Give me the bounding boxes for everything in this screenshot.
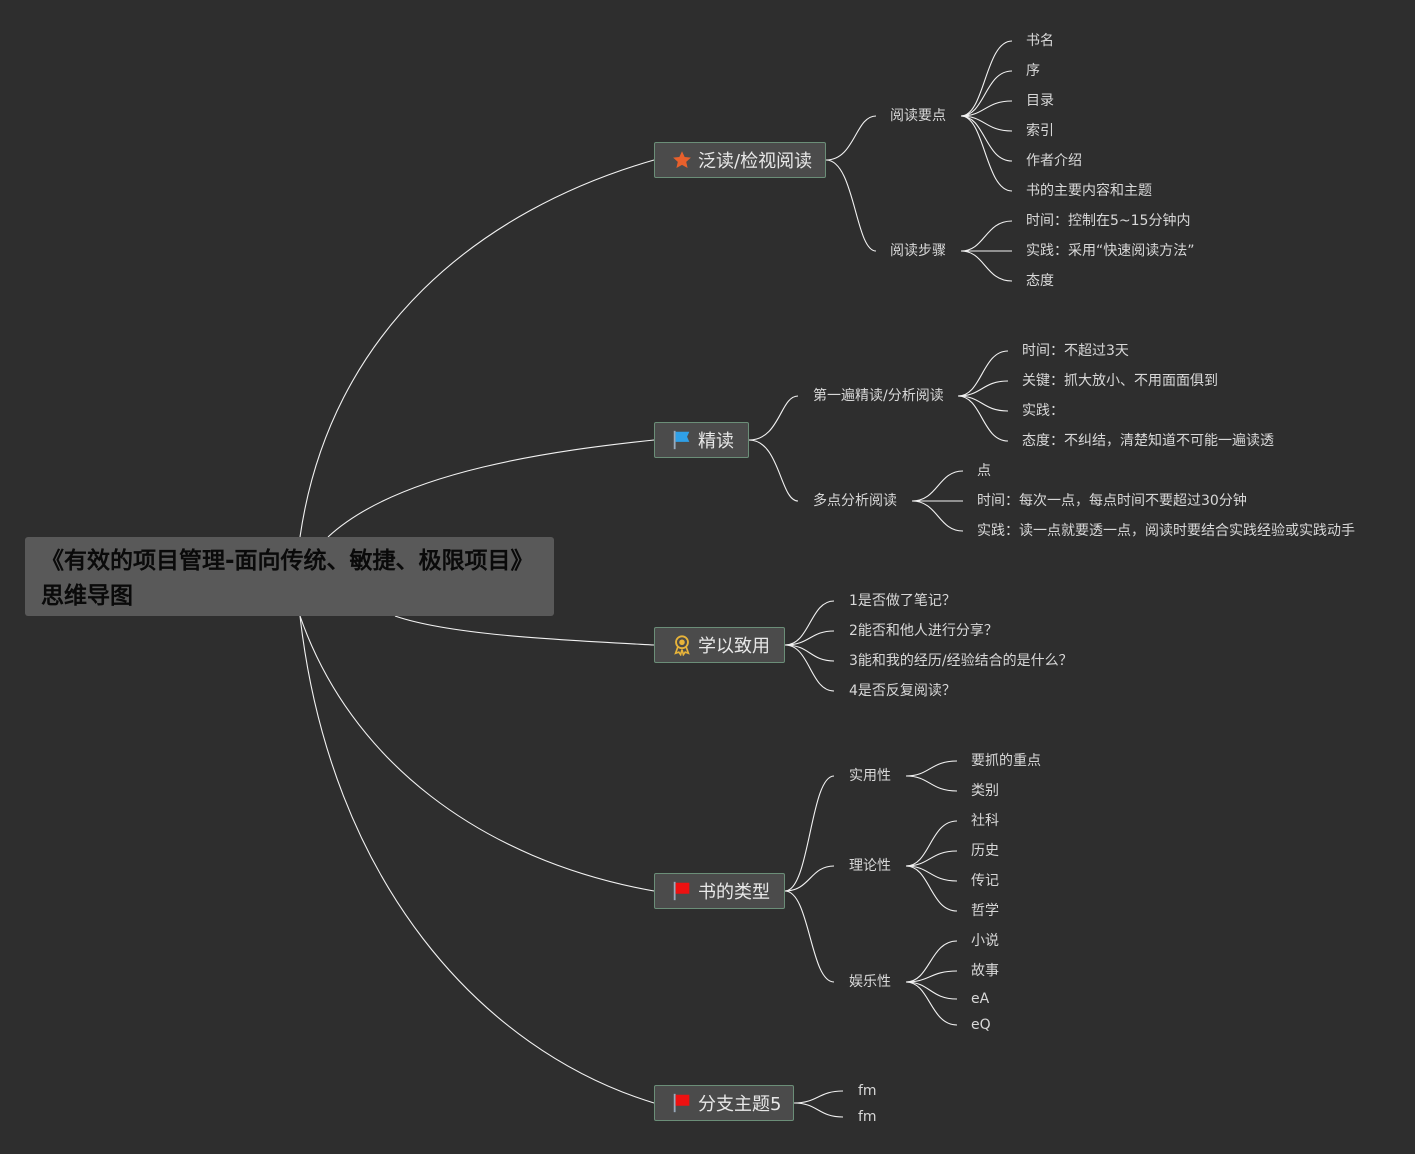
connector-line bbox=[960, 115, 1013, 162]
connector-line bbox=[784, 644, 835, 692]
leaf-fm-1[interactable]: fm bbox=[858, 1083, 877, 1099]
connector-line bbox=[793, 1102, 844, 1118]
branch-label: 泛读/检视阅读 bbox=[698, 151, 813, 172]
leaf-point[interactable]: 点 bbox=[977, 463, 991, 479]
connector-line bbox=[784, 775, 835, 892]
connector-line bbox=[957, 380, 1009, 397]
connector-line bbox=[905, 865, 958, 912]
leaf-notes[interactable]: 1是否做了笔记？ bbox=[849, 593, 956, 609]
topic-reading-key-points[interactable]: 阅读要点 bbox=[890, 108, 946, 124]
connector-line bbox=[793, 1090, 844, 1104]
topic-entertainment[interactable]: 娱乐性 bbox=[849, 974, 891, 990]
topic-first-pass[interactable]: 第一遍精读/分析阅读 bbox=[813, 388, 944, 404]
connector-line bbox=[960, 250, 1013, 282]
root-topic[interactable]: 《有效的项目管理-面向传统、敏捷、极限项目》思维导图 bbox=[25, 537, 554, 616]
leaf-practice[interactable]: 实践：读一点就要透一点，阅读时要结合实践经验或实践动手 bbox=[977, 523, 1355, 539]
leaf-main-content[interactable]: 书的主要内容和主题 bbox=[1026, 183, 1152, 199]
topic-reading-steps[interactable]: 阅读步骤 bbox=[890, 243, 946, 259]
leaf-key[interactable]: 关键：抓大放小、不用面面俱到 bbox=[1022, 373, 1218, 389]
connector-line bbox=[905, 970, 958, 983]
leaf-eq[interactable]: eQ bbox=[971, 1017, 991, 1033]
branch-label: 精读 bbox=[698, 431, 734, 452]
connector-line bbox=[905, 981, 958, 1026]
leaf-social-science[interactable]: 社科 bbox=[971, 813, 999, 829]
connector-line bbox=[905, 981, 958, 1000]
connector-line bbox=[784, 600, 835, 646]
connector-line bbox=[960, 40, 1013, 117]
branch-intensive-reading[interactable]: 精读 bbox=[654, 422, 749, 458]
leaf-story[interactable]: 故事 bbox=[971, 963, 999, 979]
leaf-practice[interactable]: 实践： bbox=[1022, 403, 1064, 419]
leaf-index[interactable]: 索引 bbox=[1026, 123, 1054, 139]
connector-line bbox=[784, 644, 835, 662]
connector-line bbox=[784, 865, 835, 892]
red-flag-icon bbox=[671, 1092, 693, 1114]
leaf-preface[interactable]: 序 bbox=[1026, 63, 1040, 79]
leaf-fm-2[interactable]: fm bbox=[858, 1109, 877, 1125]
leaf-ea[interactable]: eA bbox=[971, 991, 990, 1007]
star-icon bbox=[671, 149, 693, 171]
connector-line bbox=[299, 615, 655, 892]
root-title: 《有效的项目管理-面向传统、敏捷、极限项目》思维导图 bbox=[41, 548, 534, 609]
connector-line bbox=[957, 350, 1009, 397]
topic-multi-point[interactable]: 多点分析阅读 bbox=[813, 493, 897, 509]
leaf-book-title[interactable]: 书名 bbox=[1026, 33, 1054, 49]
leaf-time[interactable]: 时间：不超过3天 bbox=[1022, 343, 1129, 359]
topic-practical[interactable]: 实用性 bbox=[849, 768, 891, 784]
leaf-attitude[interactable]: 态度：不纠结，清楚知道不可能一遍读透 bbox=[1022, 433, 1274, 449]
connector-line bbox=[299, 159, 655, 538]
leaf-time[interactable]: 时间：每次一点，每点时间不要超过30分钟 bbox=[977, 493, 1247, 509]
connector-line bbox=[748, 439, 799, 502]
connector-line bbox=[960, 220, 1013, 252]
leaf-biography[interactable]: 传记 bbox=[971, 873, 999, 889]
leaf-experience[interactable]: 3能和我的经历/经验结合的是什么？ bbox=[849, 653, 1073, 669]
leaf-novel[interactable]: 小说 bbox=[971, 933, 999, 949]
leaf-reread[interactable]: 4是否反复阅读？ bbox=[849, 683, 956, 699]
branch-label: 分支主题5 bbox=[698, 1094, 782, 1115]
connector-line bbox=[960, 70, 1013, 117]
leaf-practice[interactable]: 实践：采用“快速阅读方法” bbox=[1026, 243, 1195, 259]
connector-line bbox=[911, 470, 964, 502]
connector-line bbox=[957, 395, 1009, 442]
leaf-attitude[interactable]: 态度 bbox=[1026, 273, 1054, 289]
blue-flag-icon bbox=[671, 429, 693, 451]
connector-line bbox=[957, 395, 1009, 412]
branch-skim-reading[interactable]: 泛读/检视阅读 bbox=[654, 142, 826, 178]
leaf-author-intro[interactable]: 作者介绍 bbox=[1026, 153, 1082, 169]
leaf-contents[interactable]: 目录 bbox=[1026, 93, 1054, 109]
connector-line bbox=[299, 615, 655, 1104]
branch-book-types[interactable]: 书的类型 bbox=[654, 873, 785, 909]
leaf-category[interactable]: 类别 bbox=[971, 783, 999, 799]
connector-line bbox=[905, 940, 958, 983]
connector-line bbox=[960, 115, 1013, 132]
branch-label: 学以致用 bbox=[698, 636, 770, 657]
leaf-time[interactable]: 时间：控制在5~15分钟内 bbox=[1026, 213, 1191, 229]
connector-line bbox=[394, 615, 655, 646]
connector-line bbox=[905, 775, 958, 792]
connector-line bbox=[911, 500, 964, 532]
connector-line bbox=[784, 890, 835, 983]
connector-line bbox=[960, 115, 1013, 192]
branch-apply-learning[interactable]: 学以致用 bbox=[654, 627, 785, 663]
connector-line bbox=[905, 760, 958, 777]
connector-line bbox=[905, 820, 958, 867]
connector-line bbox=[327, 439, 655, 538]
connector-line bbox=[825, 115, 877, 161]
leaf-share[interactable]: 2能否和他人进行分享？ bbox=[849, 623, 998, 639]
leaf-philosophy[interactable]: 哲学 bbox=[971, 903, 999, 919]
leaf-key-points[interactable]: 要抓的重点 bbox=[971, 753, 1041, 769]
branch-topic-5[interactable]: 分支主题5 bbox=[654, 1085, 794, 1121]
connector-line bbox=[905, 850, 958, 867]
connector-line bbox=[905, 865, 958, 882]
connector-line bbox=[748, 395, 799, 441]
connector-line bbox=[960, 100, 1013, 117]
branch-label: 书的类型 bbox=[698, 882, 770, 903]
connector-line bbox=[825, 159, 877, 252]
topic-theoretical[interactable]: 理论性 bbox=[849, 858, 891, 874]
badge-icon bbox=[671, 634, 693, 656]
connector-line bbox=[784, 630, 835, 646]
leaf-history[interactable]: 历史 bbox=[971, 843, 999, 859]
red-flag-icon bbox=[671, 880, 693, 902]
